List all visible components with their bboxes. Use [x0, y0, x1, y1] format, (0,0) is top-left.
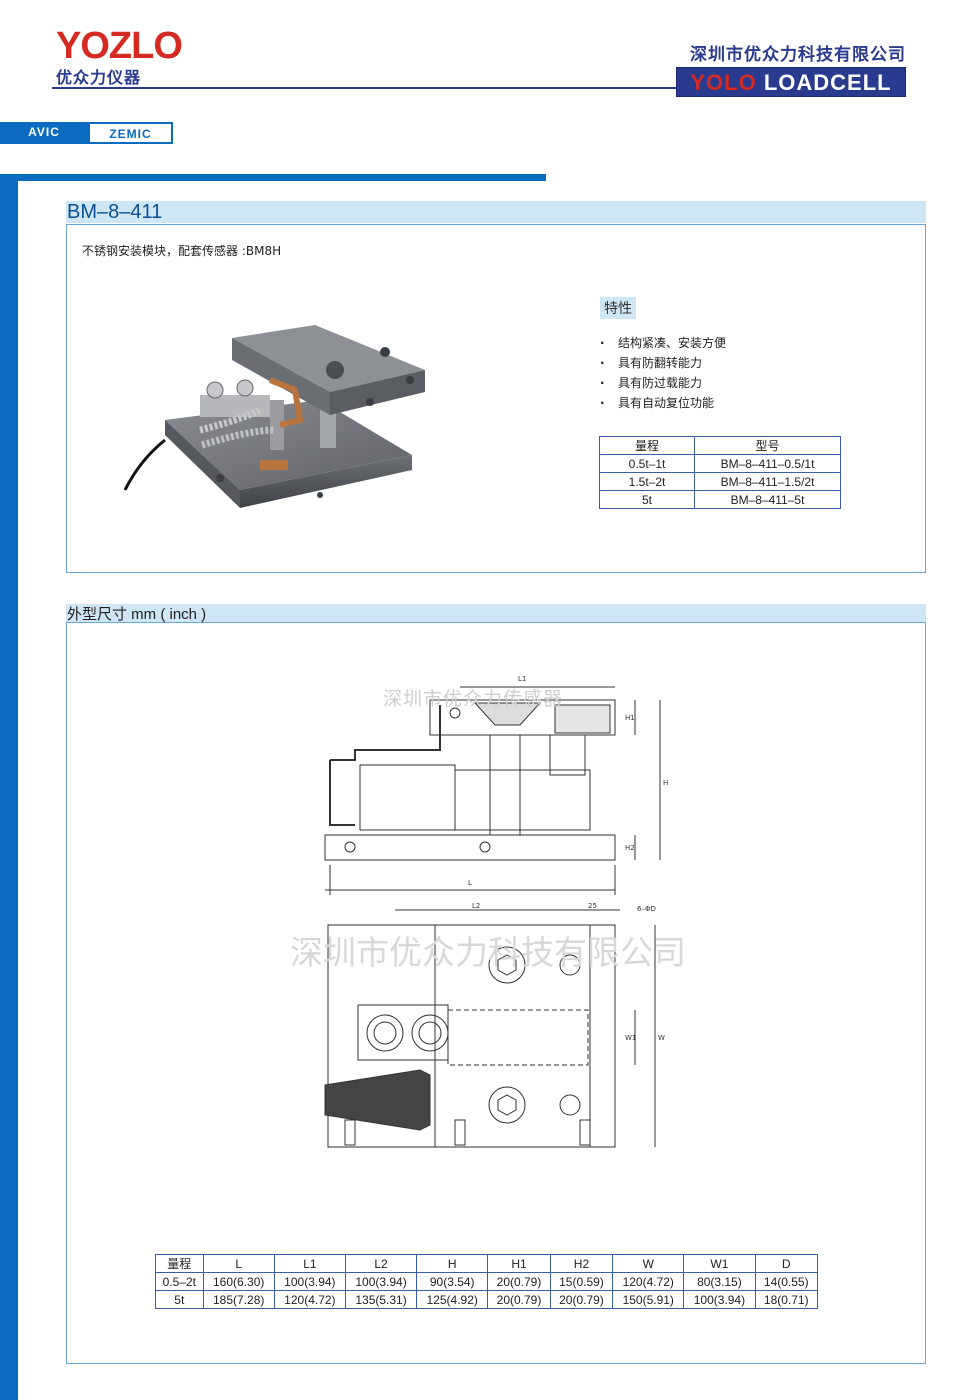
table-cell: 100(3.94) — [683, 1290, 756, 1309]
table-cell: 5t — [155, 1290, 204, 1309]
company-badge: YOLO LOADCELL — [676, 67, 906, 97]
table-row: 0.5–2t 160(6.30) 100(3.94) 100(3.94) 90(… — [155, 1272, 819, 1291]
table-cell: 15(0.59) — [549, 1272, 614, 1291]
header-rule — [52, 87, 680, 89]
logo-text: YOZLO — [56, 25, 183, 67]
table-row: 0.5t–1t BM–8–411–0.5/1t — [599, 454, 841, 473]
feature-item: 结构紧凑、安装方便 — [600, 333, 726, 353]
table-header-row: 量程 型号 — [599, 436, 841, 455]
table-row: 5t BM–8–411–5t — [599, 490, 841, 509]
features-block: 特性 结构紧凑、安装方便 具有防翻转能力 具有防过载能力 具有自动复位功能 — [600, 297, 726, 413]
tab-avic[interactable]: AVIC — [0, 122, 88, 144]
table-header: 型号 — [694, 436, 841, 455]
label-H1: H1 — [625, 714, 635, 722]
table-header: L — [202, 1254, 275, 1273]
table-cell: 120(4.72) — [612, 1272, 685, 1291]
table-header: W — [612, 1254, 685, 1273]
brand-tabs: AVIC ZEMIC — [0, 122, 173, 144]
table-row: 1.5t–2t BM–8–411–1.5/2t — [599, 472, 841, 491]
label-L2: L2 — [472, 902, 480, 910]
badge-loadcell: LOADCELL — [763, 70, 892, 95]
table-cell: 150(5.91) — [612, 1290, 685, 1309]
label-W1: W1 — [625, 1034, 636, 1042]
features-title: 特性 — [600, 297, 636, 319]
logo-subtitle: 优众力仪器 — [56, 68, 142, 87]
technical-drawing: L1 L L2 25 6–ΦD H H1 H2 W W1 — [324, 675, 668, 1148]
table-cell: 5t — [599, 490, 695, 509]
table-cell: 1.5t–2t — [599, 472, 695, 491]
badge-yolo: YOLO — [690, 70, 757, 95]
dimensions-section-header: 外型尺寸 mm ( inch ) — [66, 604, 926, 623]
model-table: 量程 型号 0.5t–1t BM–8–411–0.5/1t 1.5t–2t BM… — [599, 436, 841, 509]
product-description: 不锈钢安装模块，配套传感器 :BM8H — [82, 244, 282, 258]
table-cell: 18(0.71) — [754, 1290, 819, 1309]
table-cell: BM–8–411–1.5/2t — [694, 472, 841, 491]
table-cell: 80(3.15) — [683, 1272, 756, 1291]
product-photo — [123, 325, 425, 508]
table-header: H — [416, 1254, 489, 1273]
table-header: L2 — [344, 1254, 418, 1273]
watermark-large: 深圳市优众力科技有限公司 — [290, 933, 686, 972]
label-H: H — [663, 779, 668, 787]
feature-item: 具有防过载能力 — [600, 373, 726, 393]
feature-item: 具有防翻转能力 — [600, 353, 726, 373]
watermark-small: 深圳市优众力传感器 — [383, 688, 564, 710]
feature-item: 具有自动复位功能 — [600, 393, 726, 413]
table-cell: BM–8–411–5t — [694, 490, 841, 509]
table-cell: 160(6.30) — [202, 1272, 275, 1291]
table-cell: BM–8–411–0.5/1t — [694, 454, 841, 473]
table-header: D — [754, 1254, 819, 1273]
label-L1: L1 — [518, 675, 526, 683]
table-cell: 135(5.31) — [344, 1290, 418, 1309]
company-block: 深圳市优众力科技有限公司 YOLO LOADCELL — [676, 40, 906, 97]
table-cell: 20(0.79) — [487, 1290, 551, 1309]
label-holes: 6–ΦD — [637, 905, 656, 913]
label-W: W — [658, 1034, 665, 1042]
table-row: 5t 185(7.28) 120(4.72) 135(5.31) 125(4.9… — [155, 1290, 819, 1309]
table-cell: 0.5–2t — [155, 1272, 204, 1291]
table-cell: 185(7.28) — [202, 1290, 275, 1309]
dimensions-table: 量程 L L1 L2 H H1 H2 W W1 D 0.5–2t 160(6.3… — [155, 1254, 819, 1309]
table-cell: 14(0.55) — [754, 1272, 819, 1291]
product-title: BM–8–411 — [67, 201, 163, 223]
table-cell: 0.5t–1t — [599, 454, 695, 473]
dimensions-title: 外型尺寸 mm ( inch ) — [67, 606, 207, 623]
label-L: L — [468, 879, 472, 887]
table-header: 量程 — [155, 1254, 204, 1273]
table-cell: 100(3.94) — [344, 1272, 418, 1291]
table-header-row: 量程 L L1 L2 H H1 H2 W W1 D — [155, 1254, 819, 1273]
label-25: 25 — [588, 902, 597, 910]
tab-zemic[interactable]: ZEMIC — [88, 122, 173, 144]
table-header: L1 — [273, 1254, 346, 1273]
table-header: H1 — [487, 1254, 551, 1273]
product-section-header: BM–8–411 — [66, 201, 926, 223]
features-list: 结构紧凑、安装方便 具有防翻转能力 具有防过载能力 具有自动复位功能 — [600, 333, 726, 413]
brand-logo: YOZLO 优众力仪器 — [56, 25, 183, 88]
table-cell: 20(0.79) — [549, 1290, 614, 1309]
label-H2: H2 — [625, 844, 635, 852]
table-cell: 125(4.92) — [416, 1290, 489, 1309]
table-cell: 90(3.54) — [416, 1272, 489, 1291]
table-cell: 20(0.79) — [487, 1272, 551, 1291]
table-header: H2 — [549, 1254, 614, 1273]
table-header: 量程 — [599, 436, 695, 455]
table-cell: 120(4.72) — [273, 1290, 346, 1309]
left-accent-bar — [0, 175, 18, 1400]
table-header: W1 — [683, 1254, 756, 1273]
table-cell: 100(3.94) — [273, 1272, 346, 1291]
company-name: 深圳市优众力科技有限公司 — [690, 45, 906, 65]
dimensions-panel — [66, 622, 926, 1364]
blue-rule — [0, 174, 546, 181]
